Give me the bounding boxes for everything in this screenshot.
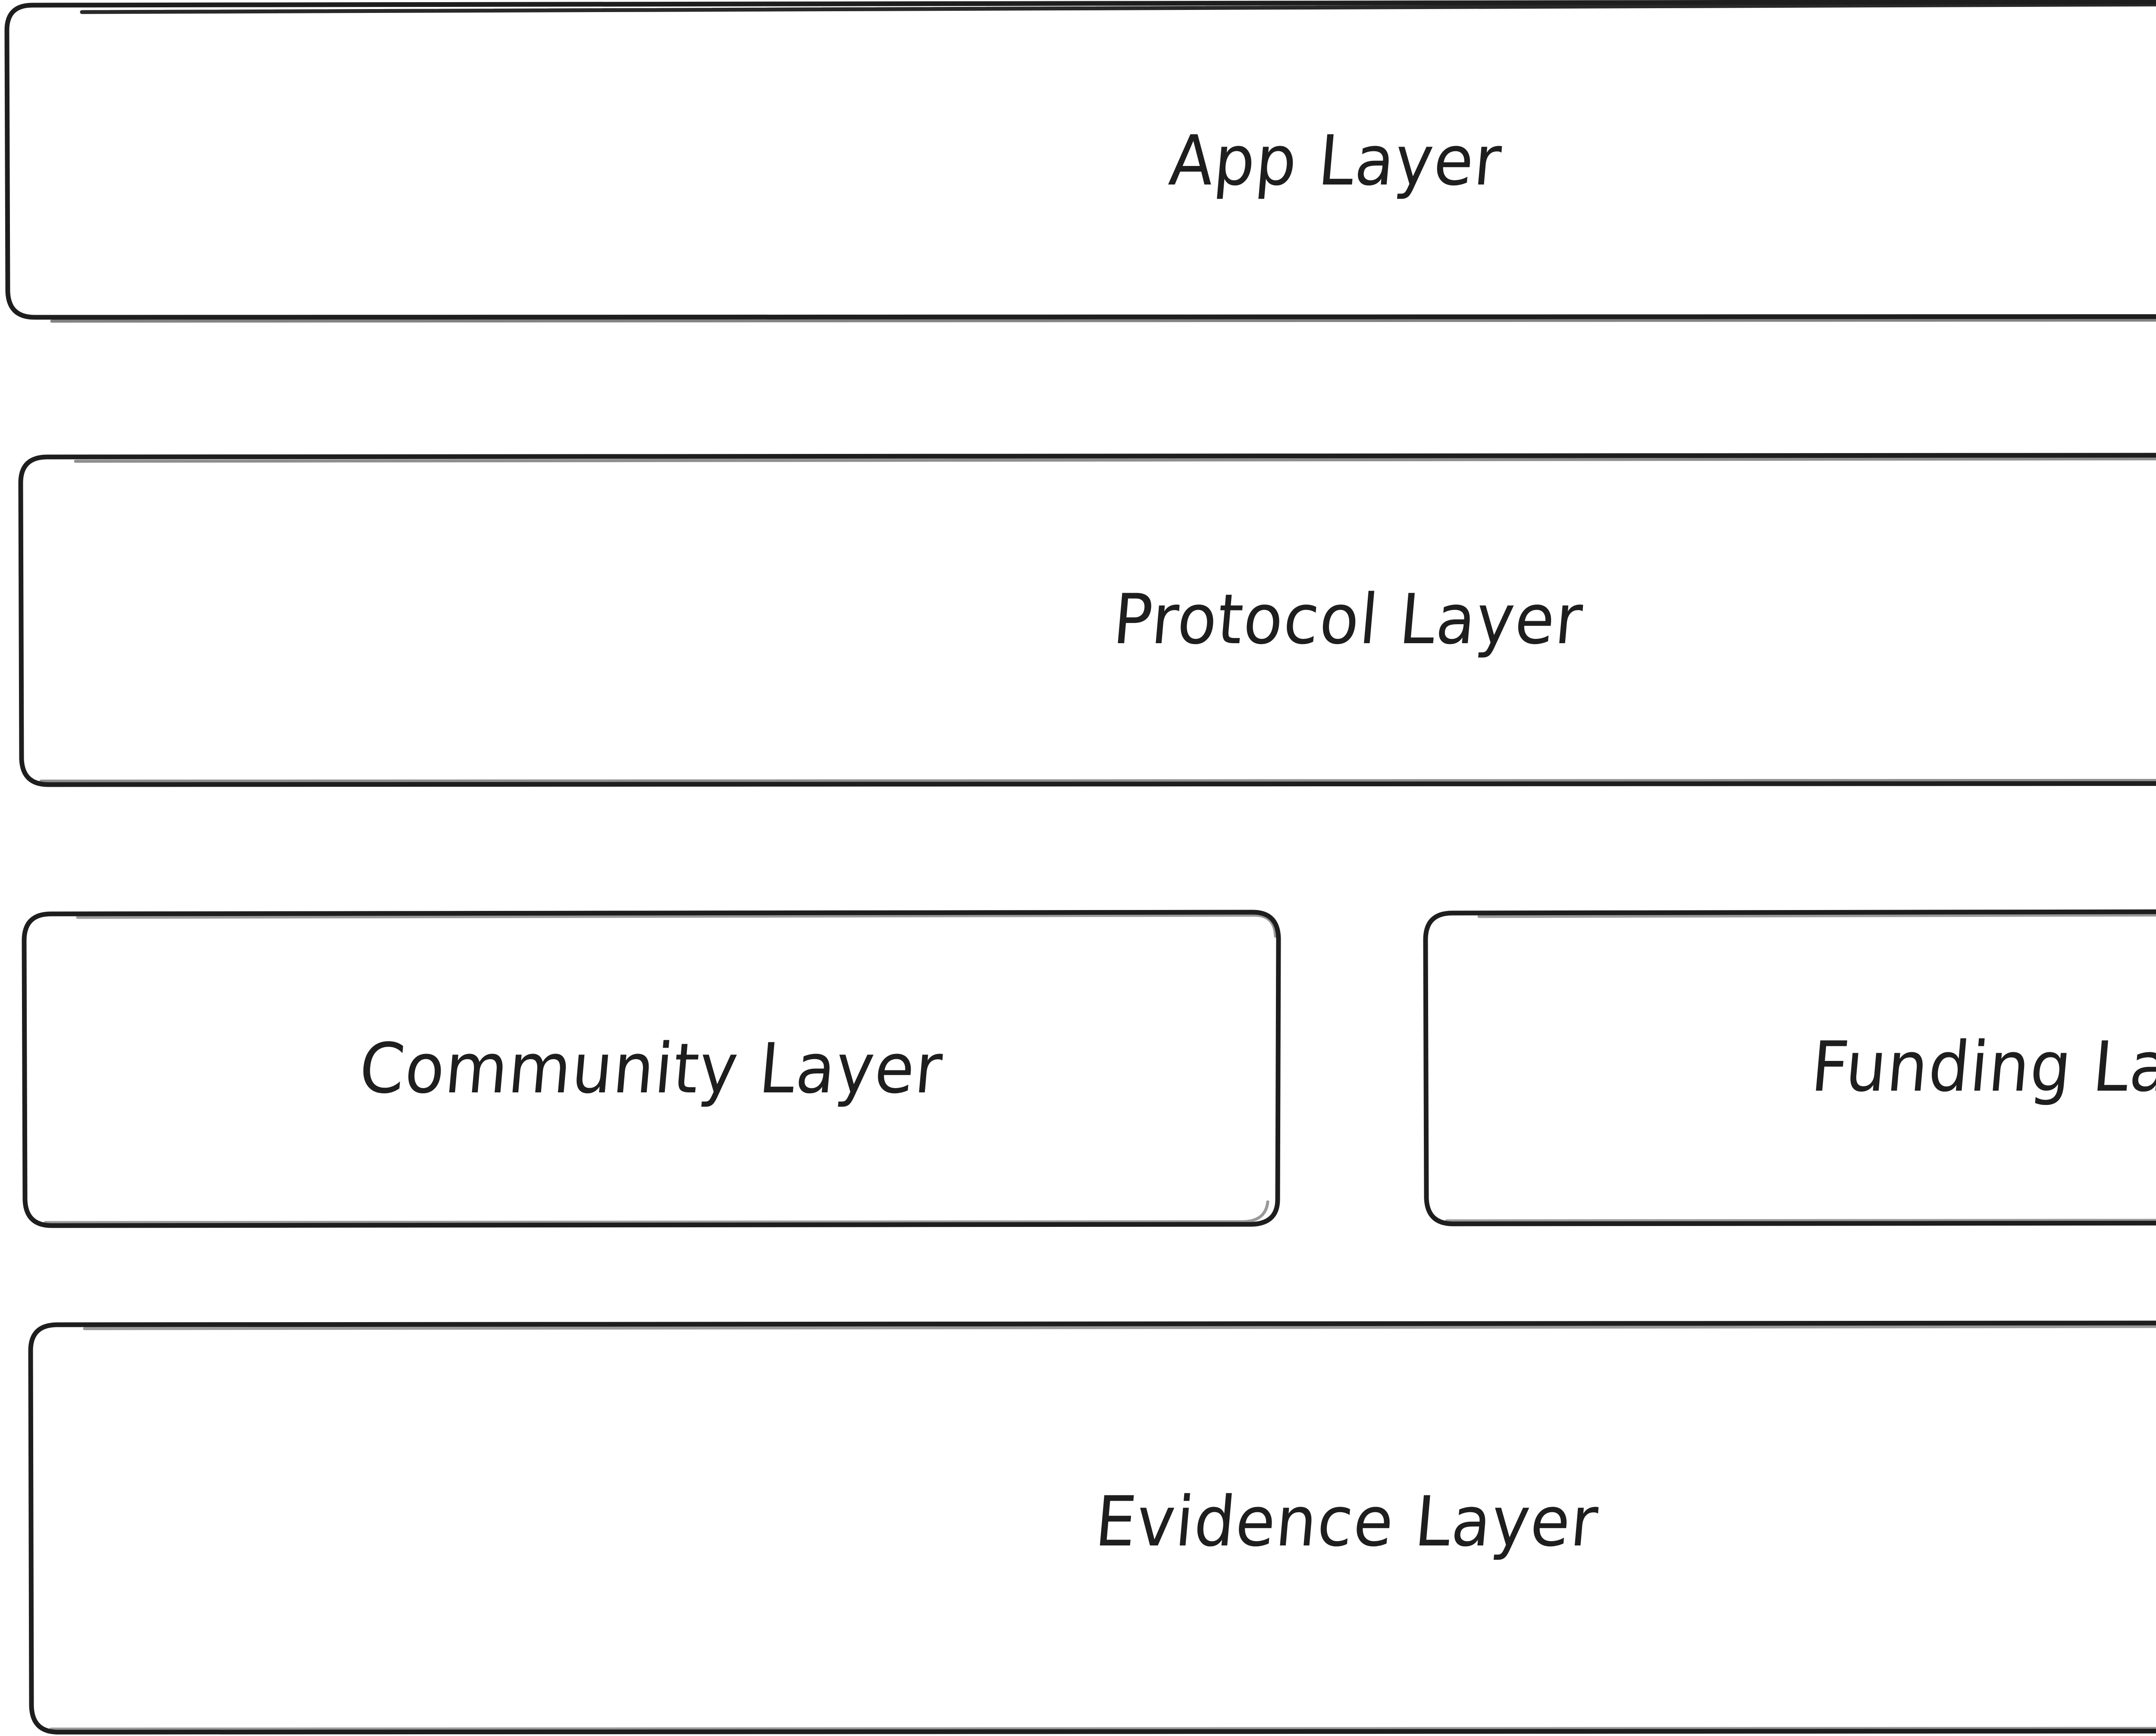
node-app-layer-shape[interactable]: [4, 0, 2156, 323]
node-funding-layer-shape[interactable]: [1423, 909, 2156, 1226]
node-protocol-layer-shape[interactable]: [18, 453, 2156, 787]
node-community-layer-shape[interactable]: [22, 910, 1281, 1228]
node-evidence-layer-shape[interactable]: [28, 1320, 2156, 1735]
